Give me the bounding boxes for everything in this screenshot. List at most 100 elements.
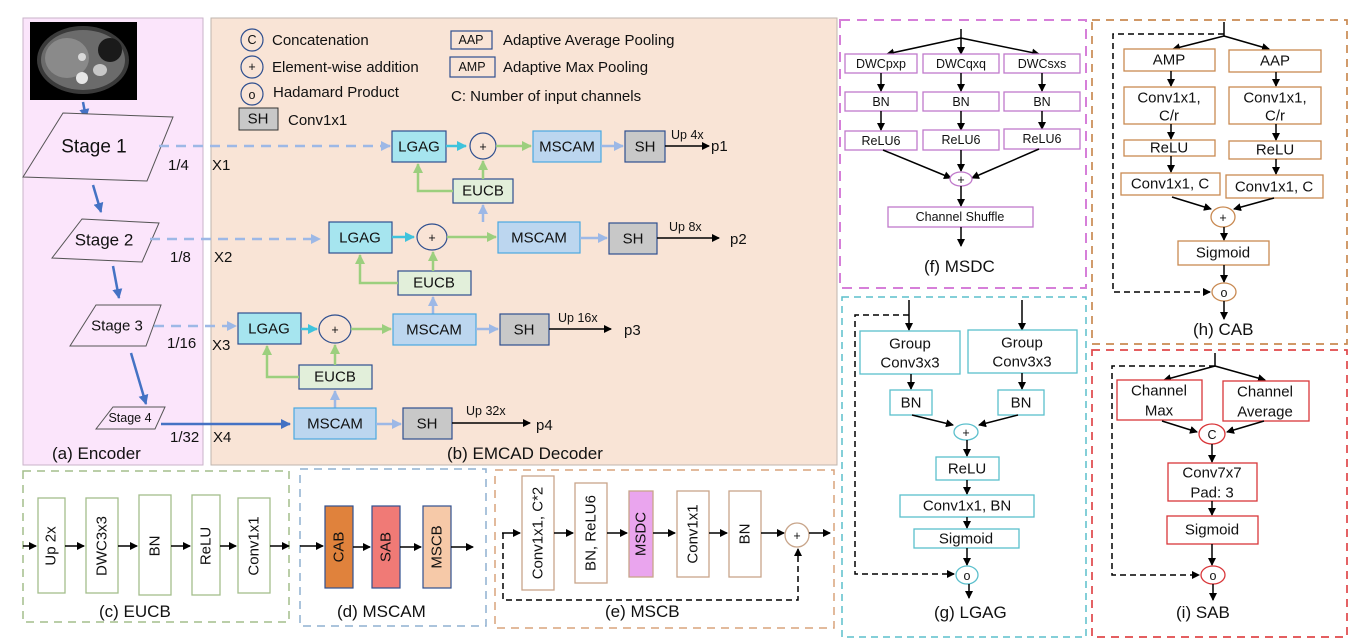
- svg-text:BN: BN: [737, 524, 754, 545]
- stage-4-block: [94, 406, 166, 430]
- eucb-panel: Up 2x DWC3x3 BN ReLU Conv1x1 (c) EUCB: [22, 470, 290, 623]
- svg-text:SH: SH: [635, 139, 656, 156]
- svg-text:DWCsxs: DWCsxs: [1018, 57, 1067, 71]
- up-label-1: Up 4x: [671, 128, 704, 142]
- svg-text:CAB: CAB: [331, 532, 348, 563]
- feature-x3: X3: [212, 337, 230, 354]
- svg-text:DWCqxq: DWCqxq: [936, 57, 986, 71]
- legend-c-note: C: Number of input channels: [451, 88, 641, 105]
- aap-symbol: [450, 30, 493, 50]
- svg-text:o: o: [964, 569, 971, 583]
- svg-text:Conv3x3: Conv3x3: [880, 355, 939, 372]
- encoder-caption: (a) Encoder: [52, 444, 141, 463]
- svg-text:MSCAM: MSCAM: [539, 139, 595, 156]
- svg-text:+: +: [1219, 211, 1226, 225]
- mscb-bn: [728, 490, 762, 578]
- lgag-bn-2: [997, 389, 1045, 416]
- lgag-panel: Group Conv3x3 Group Conv3x3 BN BN + ReLU…: [841, 296, 1087, 638]
- svg-text:o: o: [1210, 569, 1217, 583]
- stage-1-block: [22, 112, 174, 182]
- svg-text:Conv3x3: Conv3x3: [992, 354, 1051, 371]
- svg-text:Pad: 3: Pad: 3: [1190, 485, 1233, 502]
- legend-addition: Element-wise addition: [272, 59, 419, 76]
- cab-add-node: [1210, 206, 1236, 228]
- cab-conv-r-2: [1228, 86, 1322, 125]
- svg-text:BN: BN: [952, 95, 969, 109]
- svg-text:MSCAM: MSCAM: [307, 416, 363, 433]
- mscam-block-1: [532, 130, 602, 163]
- svg-text:MSCAM: MSCAM: [406, 322, 462, 339]
- svg-text:DWCpxp: DWCpxp: [856, 57, 906, 71]
- svg-text:ReLU6: ReLU6: [1023, 132, 1062, 146]
- svg-text:ReLU: ReLU: [1150, 140, 1188, 157]
- svg-text:ReLU6: ReLU6: [862, 134, 901, 148]
- svg-text:+: +: [248, 60, 255, 74]
- legend: C Concatenation + Element-wise addition …: [238, 28, 675, 131]
- cab-conv-r-1: [1123, 86, 1216, 125]
- lgag-block-2: [328, 221, 393, 254]
- feature-x4: X4: [213, 429, 231, 446]
- lgag-bn-1: [889, 389, 933, 416]
- up-label-2: Up 8x: [669, 220, 702, 234]
- svg-text:o: o: [249, 88, 256, 102]
- svg-text:Channel: Channel: [1237, 384, 1293, 401]
- eucb-block-3: [298, 364, 373, 390]
- svg-text:Up 2x: Up 2x: [43, 526, 60, 566]
- svg-text:Conv1x1, BN: Conv1x1, BN: [923, 498, 1011, 515]
- stage-4-label: Stage 4: [108, 411, 151, 425]
- add-symbol: [240, 55, 264, 79]
- hadamard-symbol: [240, 82, 264, 106]
- legend-aap: Adaptive Average Pooling: [503, 32, 675, 49]
- svg-text:SH: SH: [417, 416, 438, 433]
- svg-text:LGAG: LGAG: [339, 230, 381, 247]
- mscam-caption: (d) MSCAM: [337, 602, 426, 621]
- svg-text:SH: SH: [514, 322, 535, 339]
- cab-sigmoid: [1177, 240, 1270, 266]
- svg-text:AMP: AMP: [1153, 52, 1186, 69]
- output-p1: p1: [711, 138, 728, 155]
- feature-x2: X2: [214, 249, 232, 266]
- mscb-panel: Conv1x1, C*2 BN, ReLU6 MSDC Conv1x1 BN +…: [494, 469, 835, 629]
- sab-sigmoid: [1166, 515, 1259, 545]
- svg-text:Conv1x1: Conv1x1: [685, 504, 702, 563]
- svg-text:BN: BN: [147, 536, 164, 557]
- msdc-relu6-1: [844, 130, 918, 151]
- mscb-bn-relu6: [574, 482, 608, 584]
- eucb-bn: [138, 494, 172, 596]
- svg-text:C: C: [1207, 428, 1216, 442]
- cab-conv-c-1: [1120, 172, 1221, 196]
- svg-text:Conv1x1, C*2: Conv1x1, C*2: [530, 487, 547, 580]
- output-p4: p4: [536, 417, 553, 434]
- ct-scan-image: [30, 22, 137, 100]
- svg-text:Max: Max: [1145, 403, 1174, 420]
- svg-text:AAP: AAP: [458, 33, 483, 47]
- svg-text:AMP: AMP: [458, 60, 485, 74]
- cab-relu-1: [1123, 139, 1216, 157]
- output-p2: p2: [730, 231, 747, 248]
- svg-text:+: +: [957, 173, 964, 187]
- scale-label-1: 1/4: [168, 157, 189, 174]
- legend-concatenation: Concatenation: [272, 32, 369, 49]
- svg-text:SAB: SAB: [378, 532, 395, 562]
- svg-text:C/r: C/r: [1159, 108, 1179, 125]
- msdc-relu6-3: [1003, 128, 1081, 150]
- stage-2-label: Stage 2: [75, 231, 134, 250]
- lgag-block-3: [237, 312, 302, 345]
- svg-text:DWC3x3: DWC3x3: [94, 516, 111, 576]
- svg-text:ReLU: ReLU: [948, 461, 986, 478]
- svg-text:C/r: C/r: [1265, 108, 1285, 125]
- mscam-block-2: [497, 221, 581, 254]
- eucb-relu: [191, 494, 221, 596]
- svg-text:BN: BN: [872, 95, 889, 109]
- svg-text:Conv7x7: Conv7x7: [1182, 465, 1241, 482]
- eucb-dwc3x3: [85, 497, 119, 594]
- lgag-hadamard-node: [955, 565, 979, 585]
- svg-text:EUCB: EUCB: [314, 369, 356, 386]
- msdc-caption: (f) MSDC: [924, 257, 995, 276]
- svg-text:Conv1x1: Conv1x1: [246, 516, 263, 575]
- svg-text:Conv1x1,: Conv1x1,: [1137, 90, 1200, 107]
- cab-caption: (h) CAB: [1193, 320, 1253, 339]
- svg-text:Sigmoid: Sigmoid: [939, 531, 993, 548]
- stage-1-label: Stage 1: [61, 137, 127, 158]
- svg-text:MSDC: MSDC: [633, 512, 650, 556]
